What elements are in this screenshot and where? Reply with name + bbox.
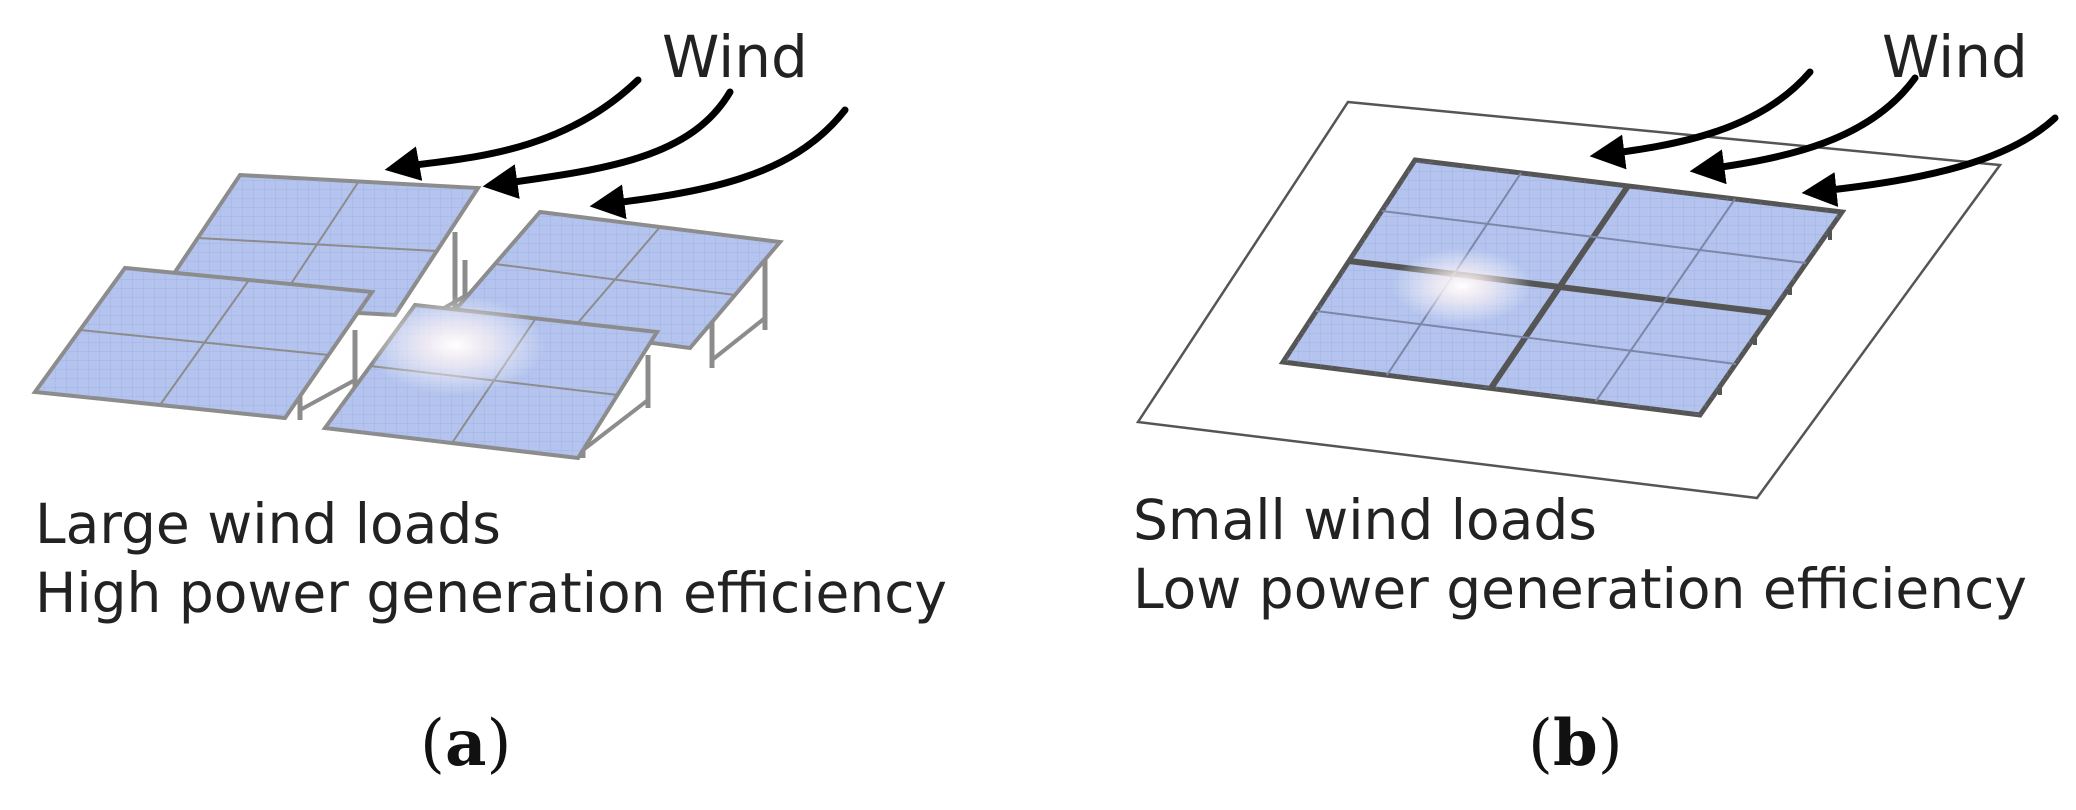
panel-b <box>1135 68 2059 500</box>
wind-label-b: Wind <box>1882 23 2028 91</box>
wind-label-a: Wind <box>662 23 808 91</box>
caption-b-line1: Small wind loads <box>1133 488 1597 552</box>
subfigure-label-b: (b) <box>1528 706 1623 781</box>
wind-arrow <box>589 106 849 220</box>
wind-arrows-b <box>1589 68 2059 207</box>
sun-glare <box>1392 248 1532 324</box>
wind-arrow <box>1589 68 1814 170</box>
panel-a <box>31 76 849 461</box>
wind-arrows-a <box>384 76 849 220</box>
wind-arrow <box>482 88 734 199</box>
solar-module-back-right <box>446 209 784 368</box>
caption-a-line2: High power generation efficiency <box>35 561 947 625</box>
wind-arrow <box>1801 114 2059 207</box>
caption-a-line1: Large wind loads <box>35 492 501 556</box>
solar-module-front-left <box>31 265 376 421</box>
wind-arrow <box>384 76 642 181</box>
solar-array-flat <box>1278 157 1847 418</box>
subfigure-label-a: (a) <box>420 706 512 781</box>
wind-arrow <box>1689 74 1919 185</box>
sun-glare <box>365 295 545 395</box>
caption-b-line2: Low power generation efficiency <box>1133 557 2027 621</box>
